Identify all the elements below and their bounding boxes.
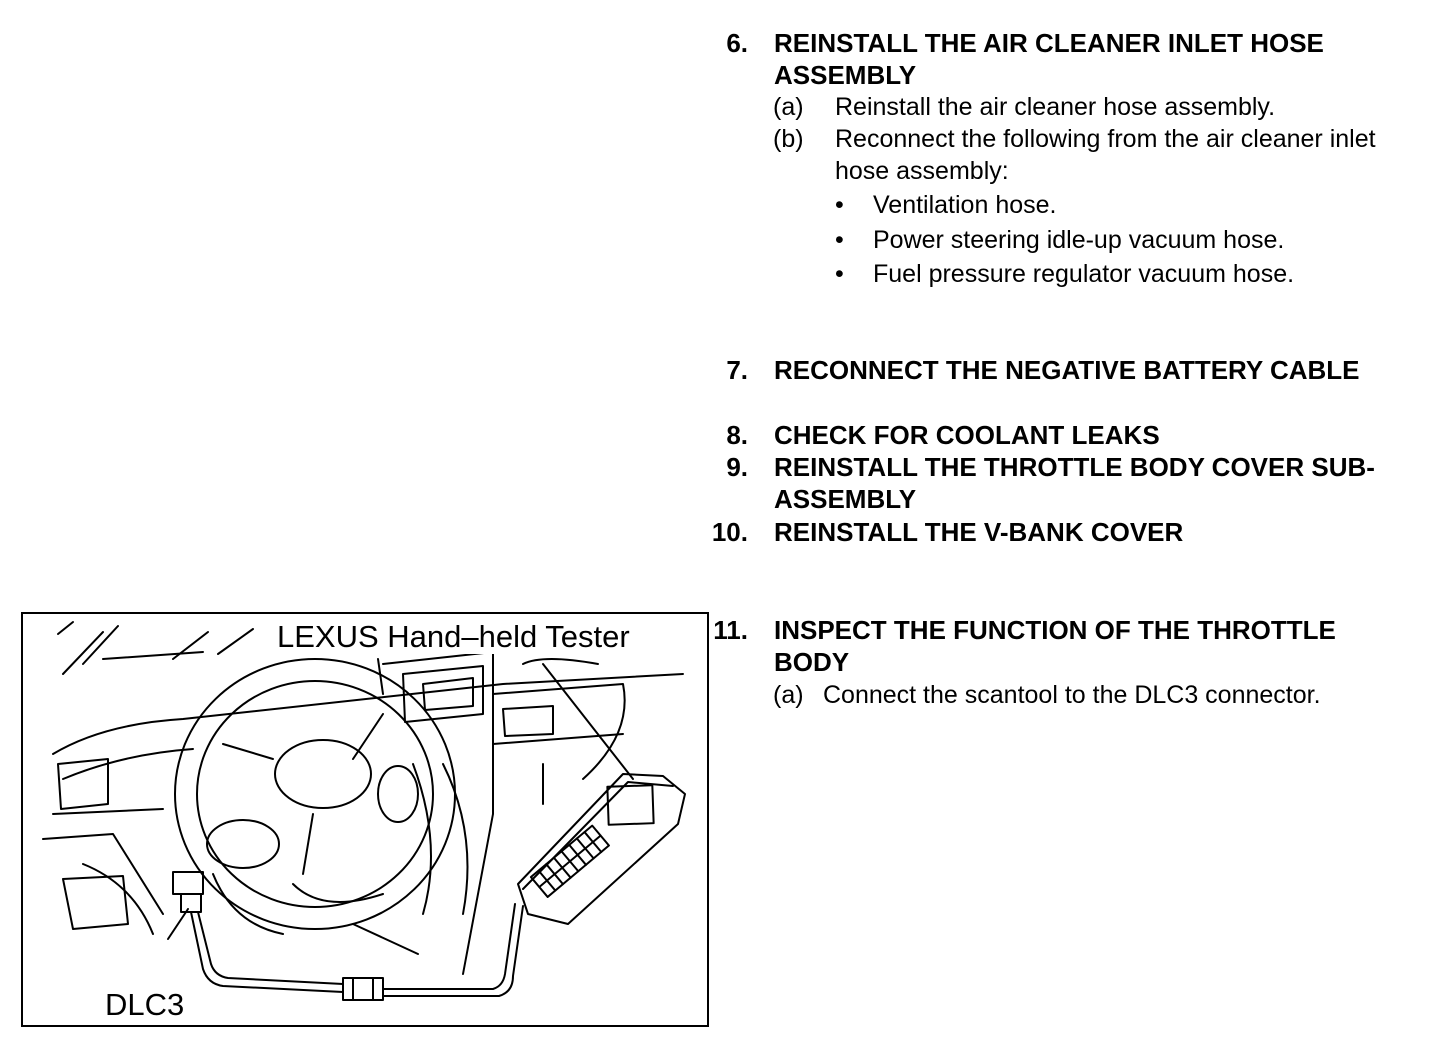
sub-label: (a) bbox=[773, 681, 804, 709]
step-number: 8. bbox=[726, 420, 748, 450]
step-title: REINSTALL THE V-BANK COVER bbox=[774, 517, 1184, 547]
dashboard bbox=[42, 651, 684, 975]
illustration-drawing bbox=[42, 621, 686, 1001]
step-title: REINSTALL THE AIR CLEANER INLET HOSE ASS… bbox=[774, 28, 1324, 90]
step-title: CHECK FOR COOLANT LEAKS bbox=[774, 420, 1160, 450]
step-number: 6. bbox=[726, 28, 748, 58]
step-title: REINSTALL THE THROTTLE BODY COVER SUB-AS… bbox=[774, 452, 1375, 514]
bullet-text: Fuel pressure regulator vacuum hose. bbox=[873, 260, 1295, 288]
step-number: 10. bbox=[711, 517, 748, 547]
sub-label: (a) bbox=[773, 93, 804, 121]
windshield-lines bbox=[57, 621, 254, 675]
step-title: INSPECT THE FUNCTION OF THE THROTTLE BOD… bbox=[774, 615, 1336, 677]
step-number: 9. bbox=[726, 452, 748, 482]
bullet-text: Power steering idle-up vacuum hose. bbox=[873, 226, 1285, 254]
sub-text: Reinstall the air cleaner hose assembly. bbox=[835, 93, 1276, 121]
bullet-dot: • bbox=[835, 191, 844, 219]
step-number: 11. bbox=[713, 615, 748, 645]
sub-text: Reconnect the following from the air cle… bbox=[835, 125, 1376, 185]
bullet-dot: • bbox=[835, 226, 844, 254]
step-title: RECONNECT THE NEGATIVE BATTERY CABLE bbox=[774, 355, 1360, 385]
sub-label: (b) bbox=[773, 125, 804, 153]
hand-held-tester-icon bbox=[517, 663, 686, 925]
tester-cable bbox=[190, 903, 524, 1001]
tester-label: LEXUS Hand–held Tester bbox=[277, 619, 630, 654]
sub-text: Connect the scantool to the DLC3 connect… bbox=[823, 681, 1321, 709]
step-number: 7. bbox=[726, 355, 748, 385]
bullet-text: Ventilation hose. bbox=[873, 191, 1057, 219]
dlc3-label: DLC3 bbox=[105, 987, 185, 1022]
steering-wheel-icon bbox=[174, 658, 456, 955]
tester-leader-line bbox=[377, 658, 384, 695]
dlc3-connector-icon bbox=[167, 871, 204, 940]
bullet-dot: • bbox=[835, 260, 844, 288]
dlc3-connection-illustration: LEXUS Hand–held Tester DLC3 bbox=[21, 612, 709, 1027]
